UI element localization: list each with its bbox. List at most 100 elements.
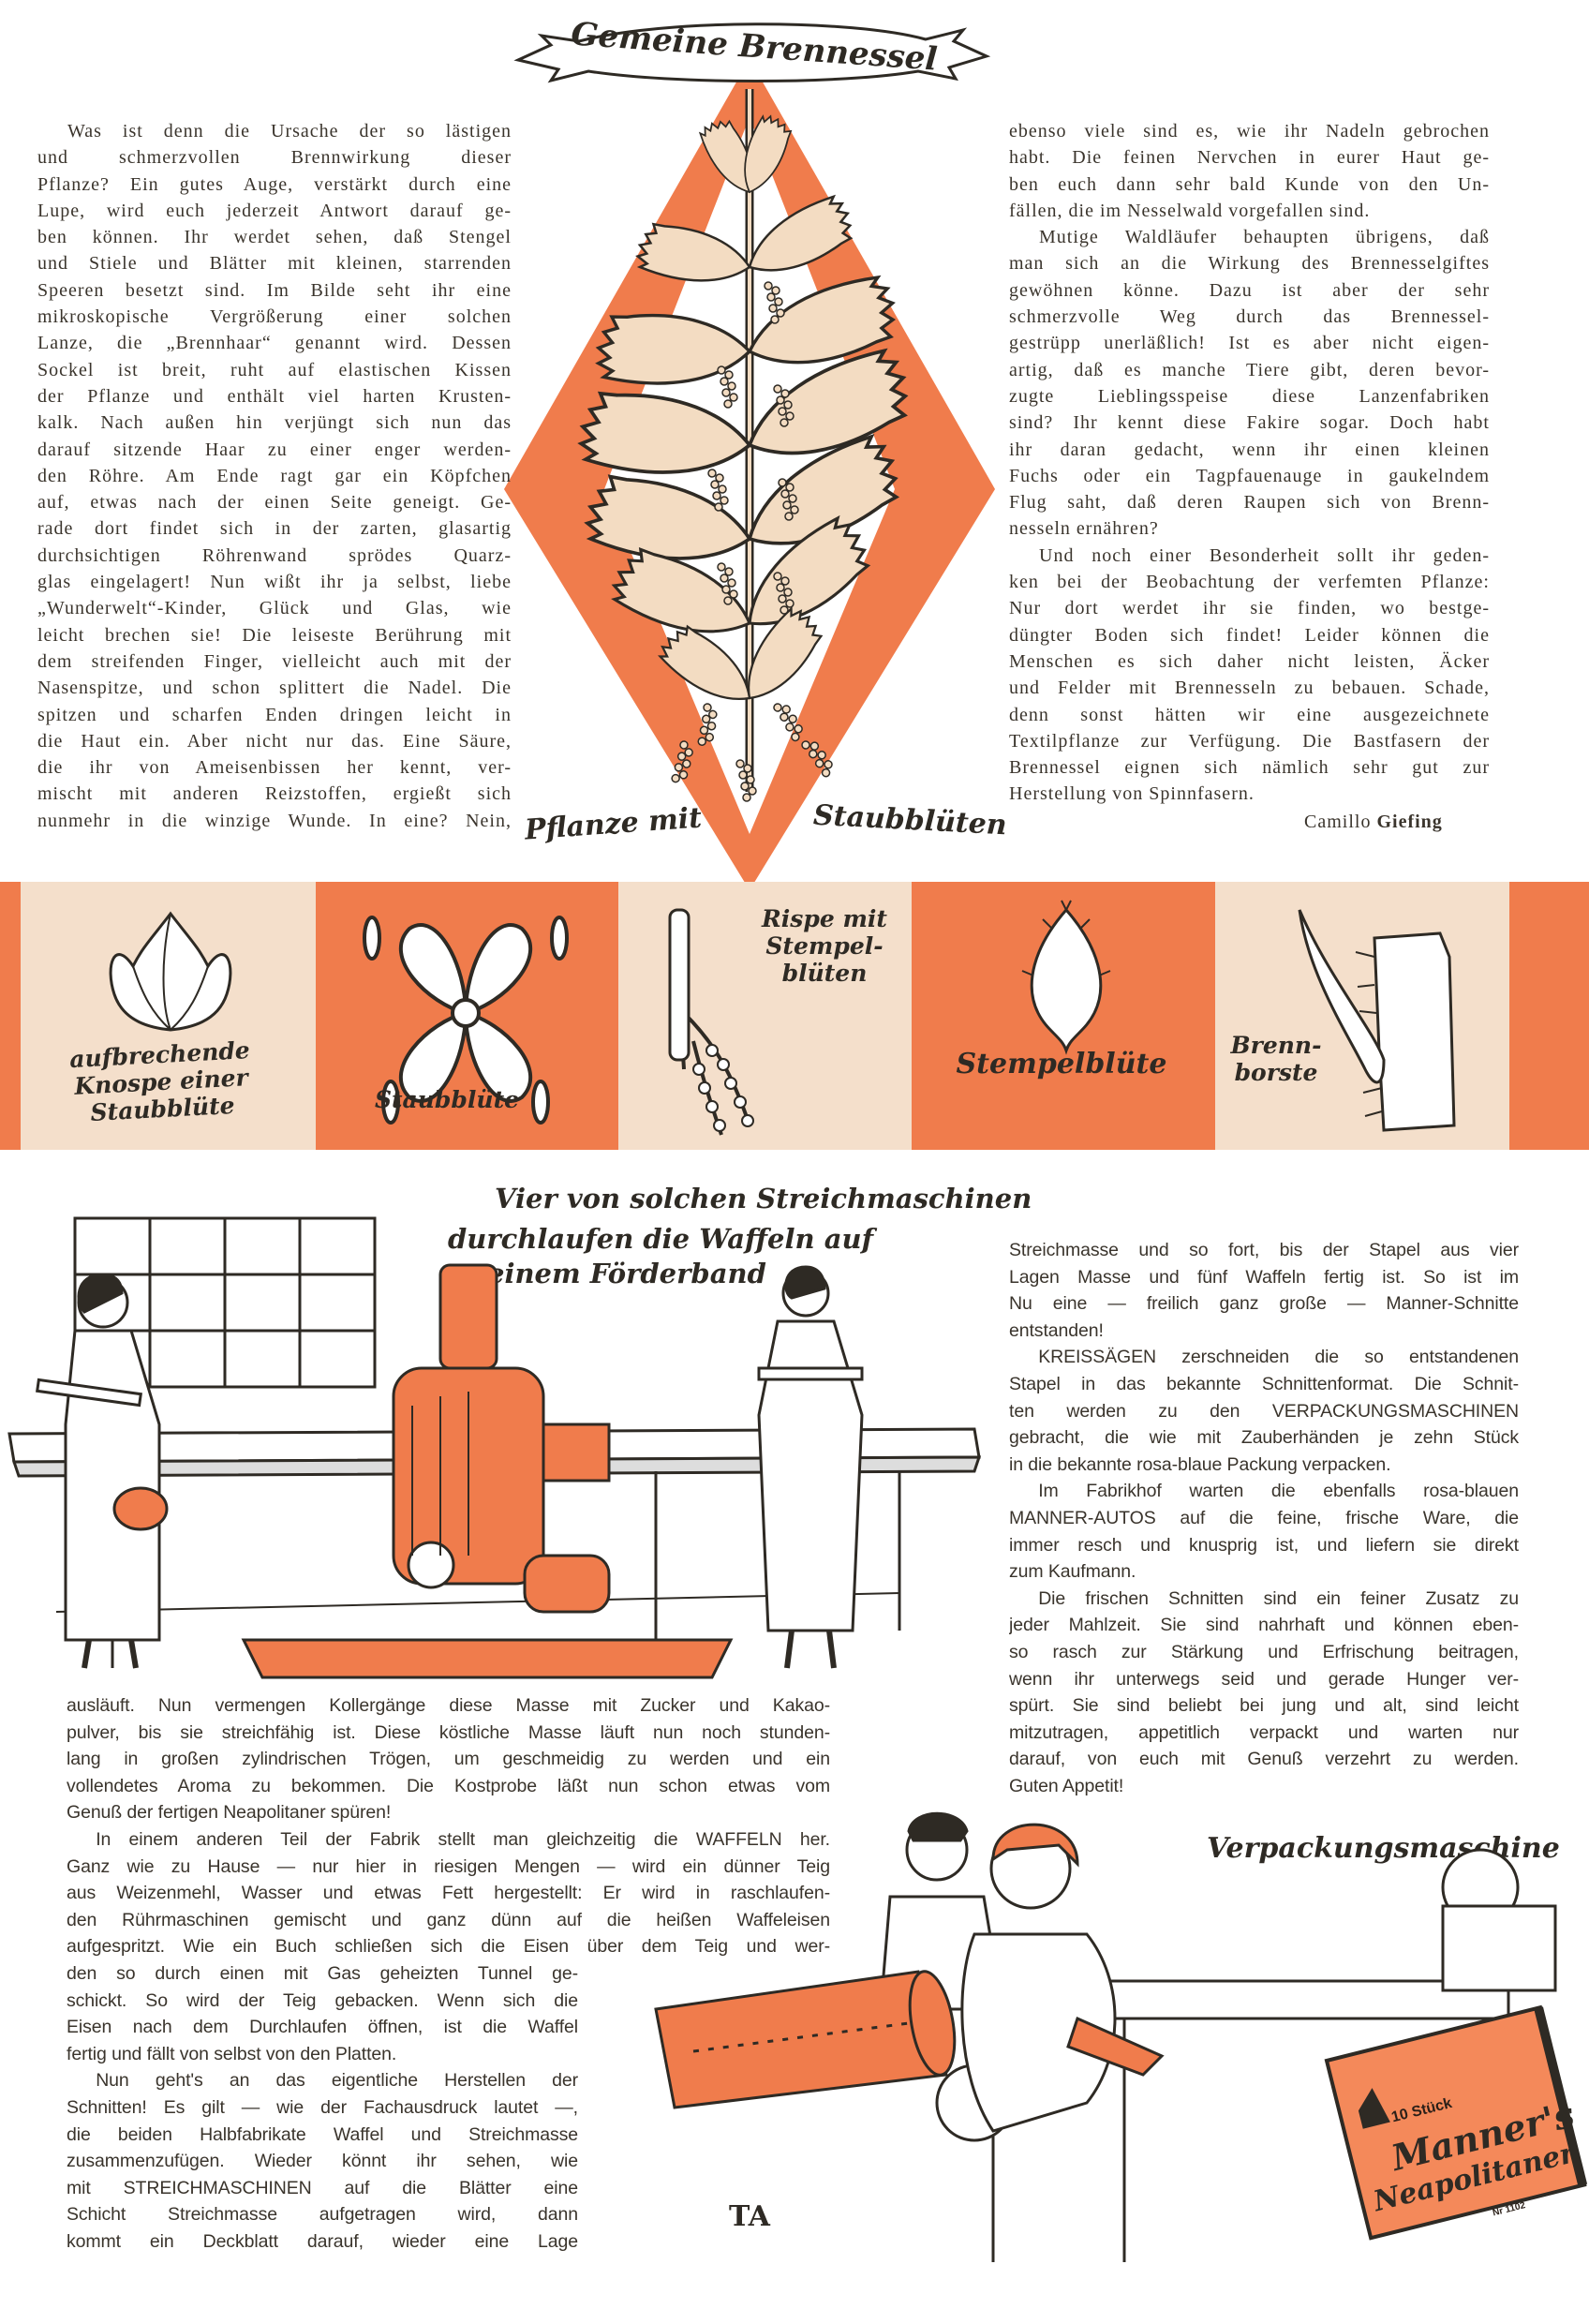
- text-line: jeder Mahlzeit. Sie sind nahrhaft und kö…: [1009, 1615, 1519, 1636]
- factory-left-column-wide: ausläuft. Nun vermengen Kollergänge dies…: [67, 1692, 830, 1960]
- text-line: spitzen und scharfen Enden dringen leich…: [37, 704, 512, 725]
- text-line: Menschen es sich daher nicht leisten, Äc…: [1009, 650, 1490, 672]
- stamen-flower-icon: [363, 916, 569, 1125]
- text-line: gewöhnen könne. Dazu ist aber der sehr: [1009, 279, 1490, 301]
- text-line: Und noch einer Besonderheit sollt ihr ge…: [1039, 544, 1490, 566]
- machine-caption-line-1: Vier von solchen Streichmaschinen: [495, 1183, 1032, 1214]
- text-line: sind? Ihr kennt diese Fakire sogar. Doch…: [1009, 412, 1490, 434]
- text-line: zusammenzufügen. Wieder könnt ihr sehen,…: [67, 2151, 578, 2172]
- article-right-column: ebenso viele sind es, wie ihr Nadeln geb…: [1009, 118, 1490, 808]
- strip-panel-bud: aufbrechende Knospe einer Staubblüte: [21, 882, 316, 1150]
- text-line: ausläuft. Nun vermengen Kollergänge dies…: [67, 1695, 830, 1716]
- text-line: immer resch und knusprig ist, und liefer…: [1009, 1534, 1519, 1556]
- text-line: fertig und fällt von selbst von den Plat…: [67, 2043, 397, 2064]
- text-line: Nur dort werdet ihr sie finden, wo bestg…: [1009, 598, 1490, 619]
- text-line: Schnitten! Es gilt — wie der Fachausdruc…: [67, 2096, 578, 2118]
- text-line: mikroskopische Vergrößerung einer solche…: [37, 306, 512, 328]
- text-line: rade dort findet sich in der zarten, gla…: [37, 518, 512, 540]
- text-line: nesseln ernähren?: [1009, 518, 1159, 540]
- text-line: die ihr von Ameisenbissen her kennt, ver…: [37, 757, 512, 779]
- text-line: die Haut ein. Aber nicht nur das. Eine S…: [37, 730, 512, 752]
- text-line: KREISSÄGEN zerschneiden die so entstande…: [1038, 1347, 1519, 1368]
- text-line: leicht brechen sie! Die leiseste Berühru…: [37, 624, 512, 646]
- text-line: ebenso viele sind es, wie ihr Nadeln geb…: [1009, 121, 1490, 142]
- text-line: ben können. Ihr werdet sehen, daß Stenge…: [37, 227, 512, 248]
- text-line: Fuchs oder ein Tagpfauenauge in gaukelnd…: [1009, 465, 1490, 486]
- stinging-hair-icon: [1298, 909, 1456, 1132]
- text-line: Stapel in das bekannte Schnittenformat. …: [1009, 1373, 1519, 1394]
- text-line: entstanden!: [1009, 1319, 1104, 1341]
- text-line: darauf sitzende Haar zu einer enger werd…: [37, 439, 512, 460]
- strip-panel-stinging-hair: Brenn-borste: [1215, 882, 1509, 1150]
- text-line: Lupe, wird euch jederzeit Antwort darauf…: [37, 200, 512, 221]
- text-line: habt. Die feinen Nervchen in eurer Haut …: [1009, 147, 1490, 169]
- strip-panel-pistil-flower: Stempelblüte: [912, 882, 1215, 1150]
- package-count: 10 Stück: [1389, 2094, 1454, 2126]
- text-line: schmerzvolle Weg durch das Brennessel-: [1009, 306, 1490, 328]
- text-line: Lagen Masse und fünf Waffeln fertig ist.…: [1009, 1266, 1519, 1288]
- package-number: Nr 1102: [1492, 2200, 1527, 2219]
- packing-machine-illustration: [654, 1811, 1588, 2262]
- text-line: Guten Appetit!: [1009, 1775, 1124, 1796]
- text-line: aus Weizenmehl, Wasser und etwas Fett he…: [67, 1883, 830, 1904]
- text-line: Nu eine — freilich ganz große — Manner-S…: [1009, 1293, 1519, 1315]
- text-line: nunmehr in die winzige Wunde. In eine? N…: [37, 810, 512, 831]
- text-line: Die frischen Schnitten sind ein feiner Z…: [1038, 1587, 1519, 1609]
- strip-label-bud: aufbrechende Knospe einer Staubblüte: [68, 1036, 251, 1126]
- text-line: düngter Boden sich findet! Leider können…: [1009, 624, 1490, 646]
- text-line: glas eingelagert! Nun wißt ihr ja selbst…: [37, 572, 512, 593]
- text-line: artig, daß es manche Tiere gibt, deren b…: [1009, 359, 1490, 380]
- strip-label-stamen-flower: Staubblüte: [374, 1086, 520, 1113]
- text-line: man sich an die Wirkung des Brennesselgi…: [1009, 253, 1490, 275]
- text-line: mischt mit anderen Reizstoffen, ergießt …: [37, 783, 512, 805]
- text-line: „Wunderwelt“-Kinder, Glück und Glas, wie: [37, 598, 512, 619]
- text-line: in die bekannte rosa-blaue Packung verpa…: [1009, 1453, 1391, 1475]
- text-line: den Röhre. Am Ende ragt gar ein Köpfchen: [37, 465, 512, 486]
- text-line: Lanze, die „Brennhaar“ genannt wird. Des…: [37, 333, 512, 354]
- factory-right-column: Streichmasse und so fort, bis der Stapel…: [1009, 1237, 1519, 1799]
- text-line: ten werden zu den VERPACKUNGSMASCHINEN: [1009, 1400, 1519, 1422]
- author-signature: Camillo Giefing: [1304, 812, 1443, 833]
- text-line: Mutige Waldläufer behaupten übrigens, da…: [1039, 227, 1490, 248]
- text-line: Schicht Streichmasse aufgetragen wird, d…: [67, 2204, 578, 2226]
- strip-edge: [0, 882, 21, 1150]
- text-line: vollendetes Aroma zu bekommen. Die Kostp…: [67, 1775, 830, 1796]
- text-line: dem streifenden Finger, vielleicht auch …: [37, 650, 512, 672]
- text-line: In einem anderen Teil der Fabrik stellt …: [96, 1828, 830, 1850]
- text-line: durchsichtigen Röhrenwand sprödes Quarz-: [37, 544, 512, 566]
- worker-woman: [960, 1823, 1165, 2133]
- text-line: Was ist denn die Ursache der so lästigen: [67, 121, 512, 142]
- text-line: Brennessel eignen sich nämlich sehr gut …: [1009, 757, 1490, 779]
- strip-label-panicle: Rispe mit Stempel-blüten: [762, 905, 887, 987]
- spreading-machine-illustration: [7, 1216, 982, 1679]
- window-grid: [73, 1216, 377, 1389]
- text-line: darauf, von euch mit Genuß verzehrt zu w…: [1009, 1749, 1519, 1770]
- text-line: lang in großen zylindrischen Trögen, um …: [67, 1749, 830, 1770]
- text-line: auf, etwas nach der einen Seite geneigt.…: [37, 492, 512, 514]
- text-line: ken bei der Beobachtung der verfemten Pf…: [1009, 572, 1490, 593]
- text-line: Ganz wie zu Hause — nur hier in riesigen…: [67, 1855, 830, 1877]
- spreading-machine: [241, 1263, 734, 1679]
- strip-panel-stamen-flower: Staubblüte: [316, 882, 618, 1150]
- worker-right: [757, 1265, 864, 1669]
- machine-caption-line-2: durchlaufen die Waffeln auf: [448, 1223, 874, 1255]
- orange-roller: [654, 1970, 957, 2109]
- text-line: Genuß der fertigen Neapolitaner spüren!: [67, 1802, 392, 1824]
- text-line: Flug saht, daß deren Raupen sich von Bre…: [1009, 492, 1490, 514]
- text-line: so rasch zur Stärkung und Erfrischung be…: [1009, 1641, 1519, 1662]
- text-line: mitzutragen, appetitlich verpackt und wa…: [1009, 1721, 1519, 1743]
- text-line: gebracht, die wie mit Zauberhänden je ze…: [1009, 1427, 1519, 1449]
- text-line: ihr daran gedacht, wenn ihr einen kleine…: [1009, 439, 1490, 460]
- worker-left: [36, 1273, 169, 1669]
- text-line: MANNER-AUTOS auf die feine, frische Ware…: [1009, 1507, 1519, 1528]
- text-line: gestrüpp unerläßlich! Ist es aber nicht …: [1009, 333, 1490, 354]
- text-line: Textilpflanze zur Verfügung. Die Bastfas…: [1009, 730, 1490, 752]
- text-line: zugte Lieblingsspeise diese Lanzenfabrik…: [1009, 385, 1490, 407]
- text-line: kalk. Nach außen hin verjüngt sich nun d…: [37, 412, 512, 434]
- text-line: Nasenspitze, und schon splittert die Nad…: [37, 678, 512, 699]
- text-line: die beiden Halbfabrikate Waffel und Stre…: [67, 2123, 578, 2145]
- text-line: und Stiele und Blätter mit kleinen, star…: [37, 253, 512, 275]
- text-line: schickt. So wird der Teig gebacken. Wenn…: [67, 1989, 578, 2011]
- strip-edge: [1509, 882, 1589, 1150]
- text-line: kommt ein Deckblatt darauf, wieder eine …: [67, 2230, 578, 2252]
